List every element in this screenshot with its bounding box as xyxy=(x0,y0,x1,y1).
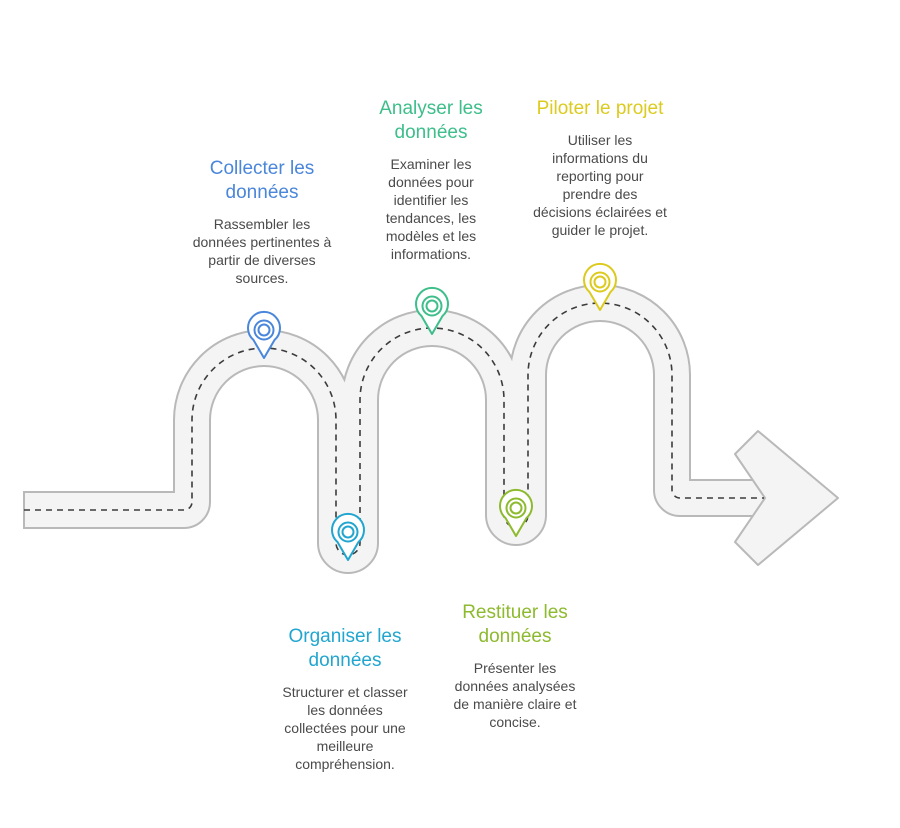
location-pin-icon xyxy=(415,286,449,335)
pins xyxy=(247,262,617,561)
location-pin-icon xyxy=(247,310,281,359)
pin-restituer xyxy=(499,488,533,537)
step-description: Rassembler les données pertinentes à par… xyxy=(192,216,332,286)
step-description: Examiner les données pour identifier les… xyxy=(385,156,477,262)
step-organiser: Organiser les données Structurer et clas… xyxy=(270,625,420,773)
step-analyser: Analyser les données Examiner les donnée… xyxy=(357,97,505,263)
step-title: Piloter le projet xyxy=(536,98,664,119)
step-title: Collecter les données xyxy=(209,158,315,203)
pin-analyser xyxy=(415,286,449,335)
step-title: Restituer les données xyxy=(462,602,568,647)
pin-collecter xyxy=(247,310,281,359)
step-description: Utiliser les informations du reporting p… xyxy=(533,132,667,238)
step-piloter: Piloter le projet Utiliser les informati… xyxy=(520,97,680,239)
pin-organiser xyxy=(331,512,365,561)
step-restituer: Restituer les données Présenter les donn… xyxy=(440,601,590,731)
step-title: Organiser les données xyxy=(288,626,402,671)
road-arrow-head xyxy=(734,430,839,566)
step-title: Analyser les données xyxy=(379,98,483,143)
location-pin-icon xyxy=(499,488,533,537)
step-description: Structurer et classer les données collec… xyxy=(282,684,408,772)
step-collecter: Collecter les données Rassembler les don… xyxy=(187,157,337,287)
pin-piloter xyxy=(583,262,617,311)
location-pin-icon xyxy=(583,262,617,311)
location-pin-icon xyxy=(331,512,365,561)
road xyxy=(23,284,839,574)
step-description: Présenter les données analysées de maniè… xyxy=(453,660,577,730)
